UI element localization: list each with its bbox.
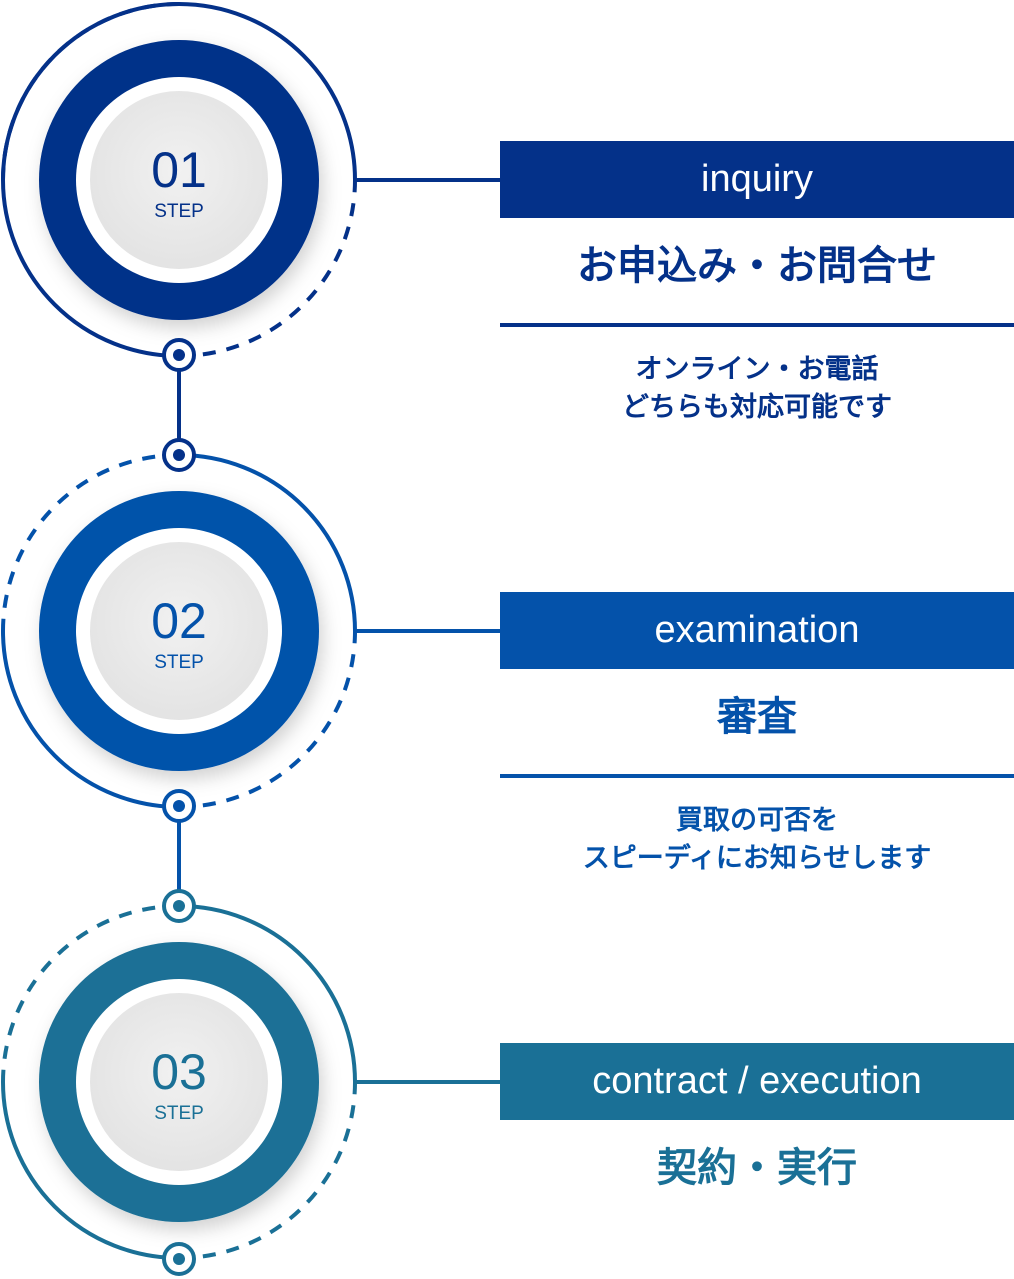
step-2-description-line-1: 買取の可否を: [676, 805, 838, 836]
step-2-inner-disc: [90, 542, 268, 720]
step-2-title: 審査: [717, 694, 797, 740]
step-1-description-line-2: どちらも対応可能です: [622, 392, 892, 423]
step-2-graphic: 02 STEP: [1, 438, 500, 823]
step-3-english-banner: contract / execution: [500, 1043, 1014, 1120]
step-2-number: 02: [151, 593, 207, 649]
step-1-english-banner: inquiry: [500, 141, 1014, 218]
step-2-divider: [500, 774, 1014, 778]
step-1-solid-arc: [1, 2, 357, 358]
step-1-panel: inquiry お申込み・お問合せ オンライン・お電話 どちらも対応可能です: [500, 141, 1014, 427]
step-3-panel: contract / execution 契約・実行: [500, 1043, 1014, 1192]
step-3-label: STEP: [154, 1103, 204, 1124]
step-1-title: お申込み・お問合せ: [577, 243, 937, 289]
step-2-english-banner: examination: [500, 592, 1014, 669]
step-2-description: 買取の可否を スピーディにお知らせします: [500, 802, 1014, 878]
step-1-description-line-1: オンライン・お電話: [635, 354, 879, 385]
step-3-number: 03: [151, 1044, 207, 1100]
step-2-description-line-2: スピーディにお知らせします: [582, 843, 932, 874]
step-2-bottom-node-dot: [173, 800, 185, 812]
step-3-solid-arc-bottom: [1, 1081, 180, 1260]
step-2-solid-arc-top: [178, 453, 357, 632]
step-3-title: 契約・実行: [657, 1145, 857, 1191]
step-3-graphic: 03 STEP: [1, 889, 500, 1276]
step-1-graphic: 01 STEP: [1, 2, 500, 372]
step-1-divider: [500, 323, 1014, 327]
step-3-solid-arc-top: [178, 904, 357, 1083]
step-1-description: オンライン・お電話 どちらも対応可能です: [500, 351, 1014, 427]
step-2-solid-arc-bottom: [1, 630, 180, 809]
step-1-number: 01: [151, 142, 207, 198]
step-2-top-node-dot: [173, 449, 185, 461]
step-3-bottom-node-dot: [173, 1253, 185, 1265]
step-2-label: STEP: [154, 652, 204, 673]
step-1-inner-disc: [90, 91, 268, 269]
step-3-top-node-dot: [173, 900, 185, 912]
step-1-label: STEP: [154, 201, 204, 222]
step-1-bottom-node-dot: [173, 349, 185, 361]
step-2-panel: examination 審査 買取の可否を スピーディにお知らせします: [500, 592, 1014, 878]
step-3-inner-disc: [90, 993, 268, 1171]
